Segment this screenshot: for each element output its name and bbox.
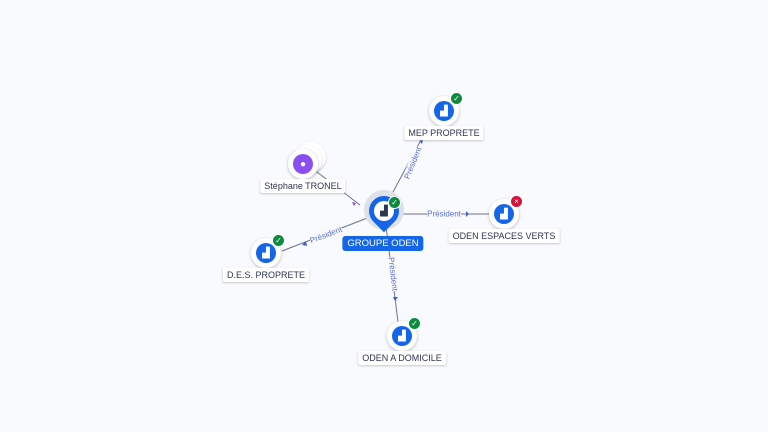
arrow-icon	[302, 241, 307, 246]
arrow-icon	[393, 297, 398, 301]
node-label[interactable]: ODEN A DOMICILE	[358, 351, 446, 365]
check-badge-icon: ✓	[272, 234, 285, 247]
node-label[interactable]: ODEN ESPACES VERTS	[448, 229, 560, 243]
check-badge-icon: ✓	[388, 196, 401, 209]
node-oden-espaces-verts[interactable]: ▟ ×	[489, 195, 523, 229]
building-icon: ▟	[256, 243, 276, 263]
building-icon: ▟	[392, 326, 412, 346]
node-des-proprete[interactable]: ▟ ✓	[251, 234, 285, 268]
building-icon: ▟	[494, 204, 514, 224]
arrow-icon	[420, 139, 423, 144]
check-badge-icon: ✓	[408, 317, 421, 330]
edge-label-espaces-verts: Président	[427, 209, 461, 219]
node-oden-a-domicile[interactable]: ▟ ✓	[387, 317, 421, 351]
node-mep-proprete[interactable]: ▟ ✓	[429, 92, 463, 126]
center-node-label[interactable]: GROUPE ODEN	[342, 236, 424, 251]
check-badge-icon: ✓	[450, 92, 463, 105]
node-label[interactable]: Stéphane TRONEL	[260, 179, 346, 193]
node-label[interactable]: MEP PROPRETE	[404, 126, 484, 140]
arrow-icon	[466, 211, 469, 217]
node-stephane-tronel[interactable]: ●	[288, 149, 318, 179]
node-label[interactable]: D.E.S. PROPRETE	[222, 268, 310, 282]
x-badge-icon: ×	[510, 195, 523, 208]
person-icon: ●	[293, 154, 313, 174]
arrow-icon	[352, 202, 356, 206]
building-icon: ▟	[434, 101, 454, 121]
